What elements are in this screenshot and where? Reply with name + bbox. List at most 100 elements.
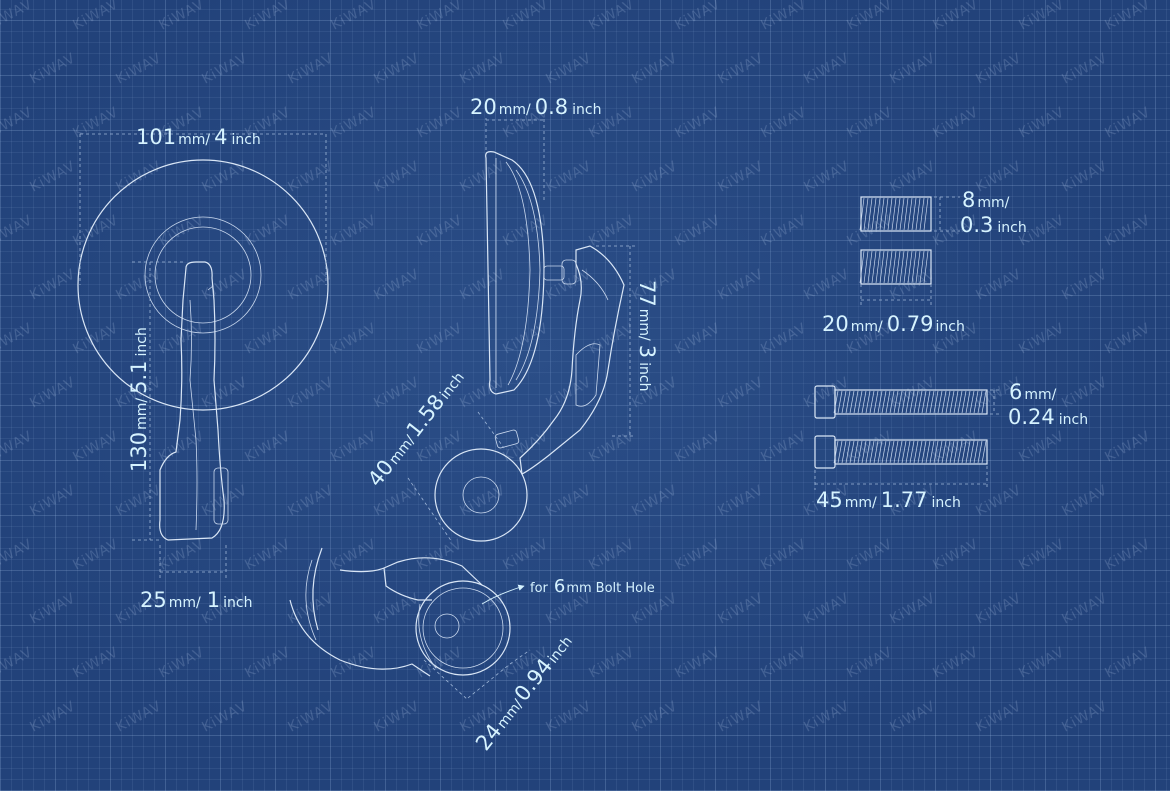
thread-line — [917, 440, 923, 464]
watermark-text: KiWAV — [242, 644, 293, 681]
watermark-text: KiWAV — [27, 698, 78, 735]
watermark-text: KiWAV — [27, 482, 78, 519]
watermark-text: KiWAV — [801, 590, 852, 627]
watermark-text: KiWAV — [715, 374, 766, 411]
bolt-hole-outer-circle — [415, 580, 511, 676]
watermark-text: KiWAV — [758, 0, 809, 34]
thread-line — [833, 390, 839, 414]
watermark-text: KiWAV — [70, 0, 121, 34]
watermark-text: KiWAV — [199, 698, 250, 735]
thread-line — [941, 390, 947, 414]
thread-line — [859, 197, 865, 231]
thread-line — [903, 250, 909, 284]
watermark-text: KiWAV — [801, 698, 852, 735]
watermark-text: KiWAV — [930, 104, 981, 141]
thread-line — [895, 197, 901, 231]
thread-line — [899, 250, 905, 284]
watermark-text: KiWAV — [414, 212, 465, 249]
thread-line — [961, 440, 967, 464]
watermark-text: KiWAV — [758, 536, 809, 573]
watermark-text: KiWAV — [1016, 644, 1067, 681]
watermark-text: KiWAV — [242, 320, 293, 357]
watermark-text: KiWAV — [371, 590, 422, 627]
watermark-text: KiWAV — [1016, 104, 1067, 141]
watermark-text: KiWAV — [758, 428, 809, 465]
watermark-text: KiWAV — [887, 158, 938, 195]
thread-line — [981, 390, 987, 414]
watermark-text: KiWAV — [629, 50, 680, 87]
watermark-text: KiWAV — [930, 536, 981, 573]
watermark-text: KiWAV — [844, 104, 895, 141]
watermark-text: KiWAV — [672, 644, 723, 681]
watermark-text: KiWAV — [27, 374, 78, 411]
watermark-text: KiWAV — [199, 374, 250, 411]
mirror-inner-circle — [144, 216, 262, 334]
watermark-text: KiWAV — [715, 50, 766, 87]
watermark-text: KiWAV — [199, 50, 250, 87]
watermark-text: KiWAV — [156, 0, 207, 34]
watermark-text: KiWAV — [414, 104, 465, 141]
watermark-text: KiWAV — [285, 50, 336, 87]
watermark-text: KiWAV — [715, 590, 766, 627]
handlebar-curve — [312, 547, 323, 631]
thread-line — [859, 250, 865, 284]
thread-line — [881, 390, 887, 414]
watermark-text: KiWAV — [70, 212, 121, 249]
watermark-text: KiWAV — [371, 374, 422, 411]
watermark-text: KiWAV — [414, 536, 465, 573]
thread-line — [865, 440, 871, 464]
watermark-text: KiWAV — [457, 158, 508, 195]
thread-line — [945, 390, 951, 414]
watermark-text: KiWAV — [1059, 482, 1110, 519]
watermark-text: KiWAV — [242, 428, 293, 465]
thread-line — [895, 250, 901, 284]
thread-line — [965, 440, 971, 464]
set-screw-2 — [860, 249, 932, 285]
thread-line — [857, 390, 863, 414]
watermark-text: KiWAV — [586, 212, 637, 249]
dimension-label-arm: 77mm/3inch — [635, 280, 659, 391]
thread-line — [907, 250, 913, 284]
clamp-view — [289, 547, 531, 701]
thread-line — [889, 390, 895, 414]
thread-line — [903, 197, 909, 231]
watermark-text: KiWAV — [27, 266, 78, 303]
watermark-text: KiWAV — [672, 0, 723, 34]
watermark-text: KiWAV — [285, 266, 336, 303]
thread-line — [873, 390, 879, 414]
thread-line — [875, 250, 881, 284]
watermark-text: KiWAV — [930, 0, 981, 34]
thread-line — [957, 390, 963, 414]
thread-line — [949, 440, 955, 464]
watermark-text: KiWAV — [930, 644, 981, 681]
watermark-text: KiWAV — [414, 320, 465, 357]
watermark-text: KiWAV — [1016, 428, 1067, 465]
thread-line — [929, 440, 935, 464]
thread-line — [969, 390, 975, 414]
thread-line — [969, 440, 975, 464]
thread-line — [877, 440, 883, 464]
watermark-text: KiWAV — [1102, 104, 1153, 141]
thread-line — [853, 440, 859, 464]
watermark-text: KiWAV — [70, 320, 121, 357]
thread-line — [885, 440, 891, 464]
watermark-text: KiWAV — [973, 50, 1024, 87]
watermark-text: KiWAV — [586, 536, 637, 573]
thread-line — [911, 250, 917, 284]
watermark-text: KiWAV — [1059, 590, 1110, 627]
thread-line — [887, 250, 893, 284]
watermark-text: KiWAV — [285, 698, 336, 735]
thread-line — [881, 440, 887, 464]
watermark-text: KiWAV — [543, 50, 594, 87]
watermark-text: KiWAV — [1102, 320, 1153, 357]
thread-line — [933, 390, 939, 414]
watermark-text: KiWAV — [844, 644, 895, 681]
thread-line — [861, 390, 867, 414]
watermark-text: KiWAV — [629, 158, 680, 195]
bolts — [814, 385, 1000, 490]
thread-line — [915, 250, 921, 284]
watermark-text: KiWAV — [0, 644, 36, 681]
